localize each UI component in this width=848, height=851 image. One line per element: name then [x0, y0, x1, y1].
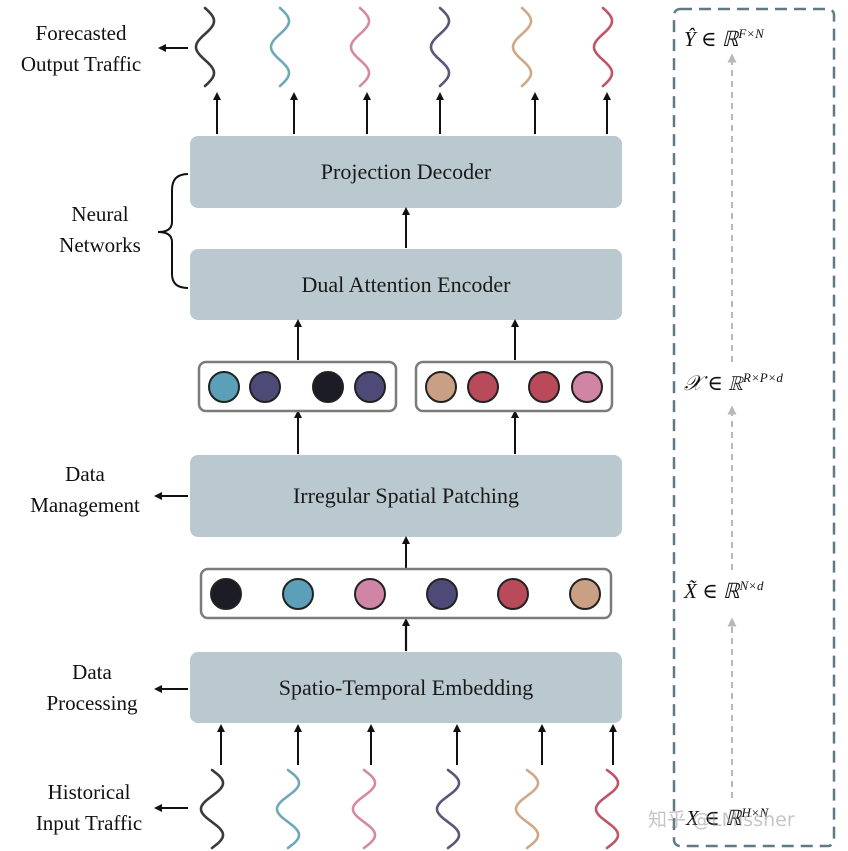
node-circle: [249, 371, 281, 403]
data-proc-line2: Processing: [46, 691, 138, 715]
node-circle: [354, 371, 386, 403]
x-patch-sup: R×P×d: [743, 370, 783, 385]
x-input-base: X ∈ ℝ: [686, 806, 742, 830]
data-mgmt-line1: Data: [65, 462, 105, 486]
neural-networks-brace: [157, 173, 189, 289]
node-circle: [425, 371, 457, 403]
node-circle: [467, 371, 499, 403]
x-patch-base: 𝒳 ∈ ℝ: [684, 371, 743, 395]
x-tilde-sup: N×d: [739, 578, 764, 593]
output-wave: [194, 6, 216, 88]
data-mgmt-line2: Management: [30, 493, 140, 517]
node-circle: [497, 578, 529, 610]
output-wave: [592, 6, 614, 88]
neural-networks-label: Neural Networks: [40, 199, 160, 261]
output-wave: [429, 6, 451, 88]
spatio-temporal-embedding-label: Spatio-Temporal Embedding: [278, 674, 534, 700]
spatio-temporal-embedding-block: Spatio-Temporal Embedding: [190, 652, 622, 723]
x-input-notation: X ∈ ℝH×N: [686, 805, 768, 831]
forecasted-line1: Forecasted: [35, 21, 127, 45]
x-tilde-notation: X̃ ∈ ℝN×d: [684, 578, 763, 604]
input-wave: [351, 768, 377, 850]
node-circle: [312, 371, 344, 403]
node-circle: [528, 371, 560, 403]
notation-panel: [672, 7, 836, 848]
irregular-spatial-patching-block: Irregular Spatial Patching: [190, 455, 622, 537]
historical-line1: Historical: [47, 780, 131, 804]
input-wave: [594, 768, 620, 850]
dual-attention-encoder-label: Dual Attention Encoder: [301, 271, 511, 297]
projection-decoder-block: Projection Decoder: [190, 136, 622, 208]
data-proc-line1: Data: [72, 660, 112, 684]
node-circle: [210, 578, 242, 610]
input-wave: [435, 768, 461, 850]
historical-input-label: Historical Input Traffic: [14, 777, 164, 839]
neural-line1: Neural: [71, 202, 129, 226]
dual-attention-encoder-block: Dual Attention Encoder: [190, 249, 622, 320]
input-wave: [199, 768, 225, 850]
output-wave: [349, 6, 371, 88]
y-hat-base: Ŷ ∈ ℝ: [684, 27, 739, 51]
node-group-2: [414, 360, 614, 413]
node-row: [199, 567, 613, 620]
data-processing-label: Data Processing: [22, 657, 162, 719]
x-input-sup: H×N: [741, 805, 769, 820]
node-circle: [282, 578, 314, 610]
output-wave: [269, 6, 291, 88]
node-circle: [569, 578, 601, 610]
node-circle: [354, 578, 386, 610]
input-wave: [275, 768, 301, 850]
projection-decoder-label: Projection Decoder: [320, 159, 492, 184]
node-circle: [571, 371, 603, 403]
y-hat-notation: Ŷ ∈ ℝF×N: [684, 26, 764, 52]
node-circle: [208, 371, 240, 403]
node-circle: [426, 578, 458, 610]
data-management-label: Data Management: [10, 459, 160, 521]
y-hat-sup: F×N: [738, 26, 764, 41]
forecasted-output-label: Forecasted Output Traffic: [6, 18, 156, 80]
node-group-1: [197, 360, 398, 413]
x-tilde-base: X̃ ∈ ℝ: [684, 579, 740, 603]
forecasted-line2: Output Traffic: [20, 52, 142, 76]
watermark: 知乎 @LMissher: [648, 809, 795, 831]
input-wave: [514, 768, 540, 850]
irregular-spatial-patching-label: Irregular Spatial Patching: [292, 483, 520, 508]
output-wave: [511, 6, 533, 88]
neural-line2: Networks: [59, 233, 141, 257]
historical-line2: Input Traffic: [35, 811, 143, 835]
x-patch-notation: 𝒳 ∈ ℝR×P×d: [684, 370, 783, 396]
